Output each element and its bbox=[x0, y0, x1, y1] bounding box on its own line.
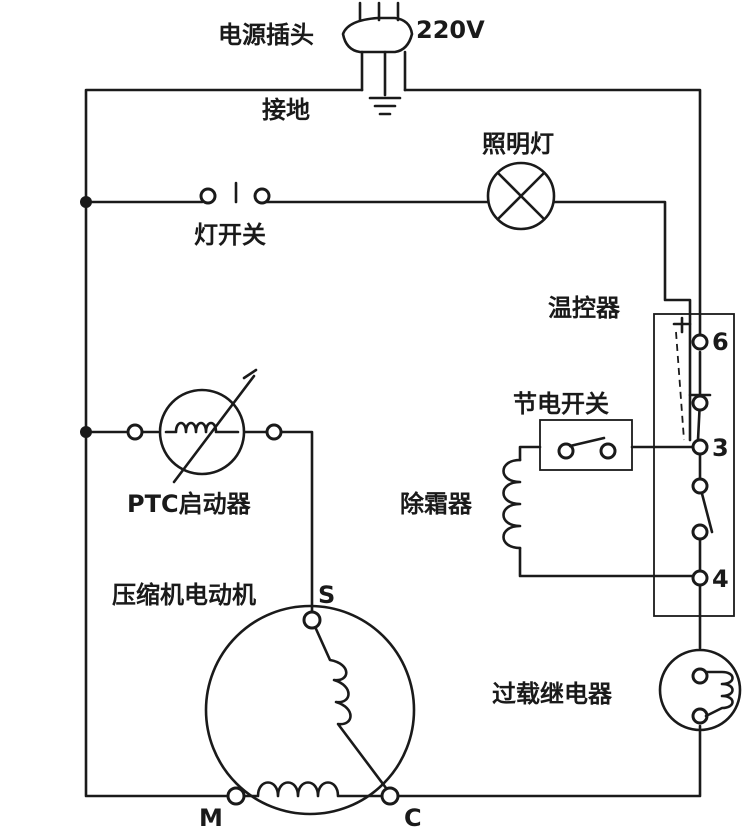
power-save-switch-label: 节电开关 bbox=[513, 390, 609, 418]
terminal-6 bbox=[691, 333, 709, 351]
thermostat-box bbox=[653, 313, 735, 617]
ground-symbol bbox=[368, 96, 402, 116]
lamp-switch-label: 灯开关 bbox=[194, 221, 266, 249]
terminal-s-label: S bbox=[318, 581, 335, 609]
power-save-switch bbox=[539, 419, 633, 471]
terminal-3 bbox=[691, 438, 709, 456]
terminal-4-label: 4 bbox=[712, 565, 729, 593]
voltage-label: 220V bbox=[416, 16, 485, 44]
thermostat-contact bbox=[691, 523, 709, 541]
power-plug bbox=[341, 1, 414, 97]
terminal-s bbox=[302, 610, 322, 630]
thermostat-contact bbox=[691, 477, 709, 495]
compressor-motor-label: 压缩机电动机 bbox=[112, 581, 256, 609]
junction-dot bbox=[80, 196, 92, 208]
wiring bbox=[84, 88, 714, 798]
compressor-motor-icon bbox=[204, 604, 416, 816]
defroster-label: 除霜器 bbox=[400, 490, 473, 518]
ptc-starter-label: PTC启动器 bbox=[127, 490, 252, 518]
terminal-4 bbox=[691, 569, 709, 587]
ground-label: 接地 bbox=[262, 96, 310, 124]
plug-label: 电源插头 bbox=[218, 21, 314, 49]
thermostat-contact bbox=[691, 394, 709, 412]
terminal-m-label: M bbox=[199, 804, 223, 830]
terminal-3-label: 3 bbox=[712, 434, 729, 462]
overload-relay-label: 过载继电器 bbox=[492, 680, 613, 708]
thermostat-sensor bbox=[672, 316, 692, 441]
lamp-label: 照明灯 bbox=[482, 130, 554, 158]
ptc-starter-icon bbox=[126, 368, 283, 484]
terminal-m bbox=[226, 786, 246, 806]
overload-relay-icon bbox=[658, 648, 742, 732]
lamp-icon bbox=[486, 161, 556, 231]
junction-dot bbox=[80, 426, 92, 438]
terminal-c bbox=[380, 786, 400, 806]
terminal-6-label: 6 bbox=[712, 328, 729, 356]
terminal-c-label: C bbox=[404, 804, 422, 830]
defroster-coil-icon bbox=[502, 458, 522, 550]
lamp-switch bbox=[199, 181, 271, 205]
thermostat-label: 温控器 bbox=[548, 294, 621, 322]
